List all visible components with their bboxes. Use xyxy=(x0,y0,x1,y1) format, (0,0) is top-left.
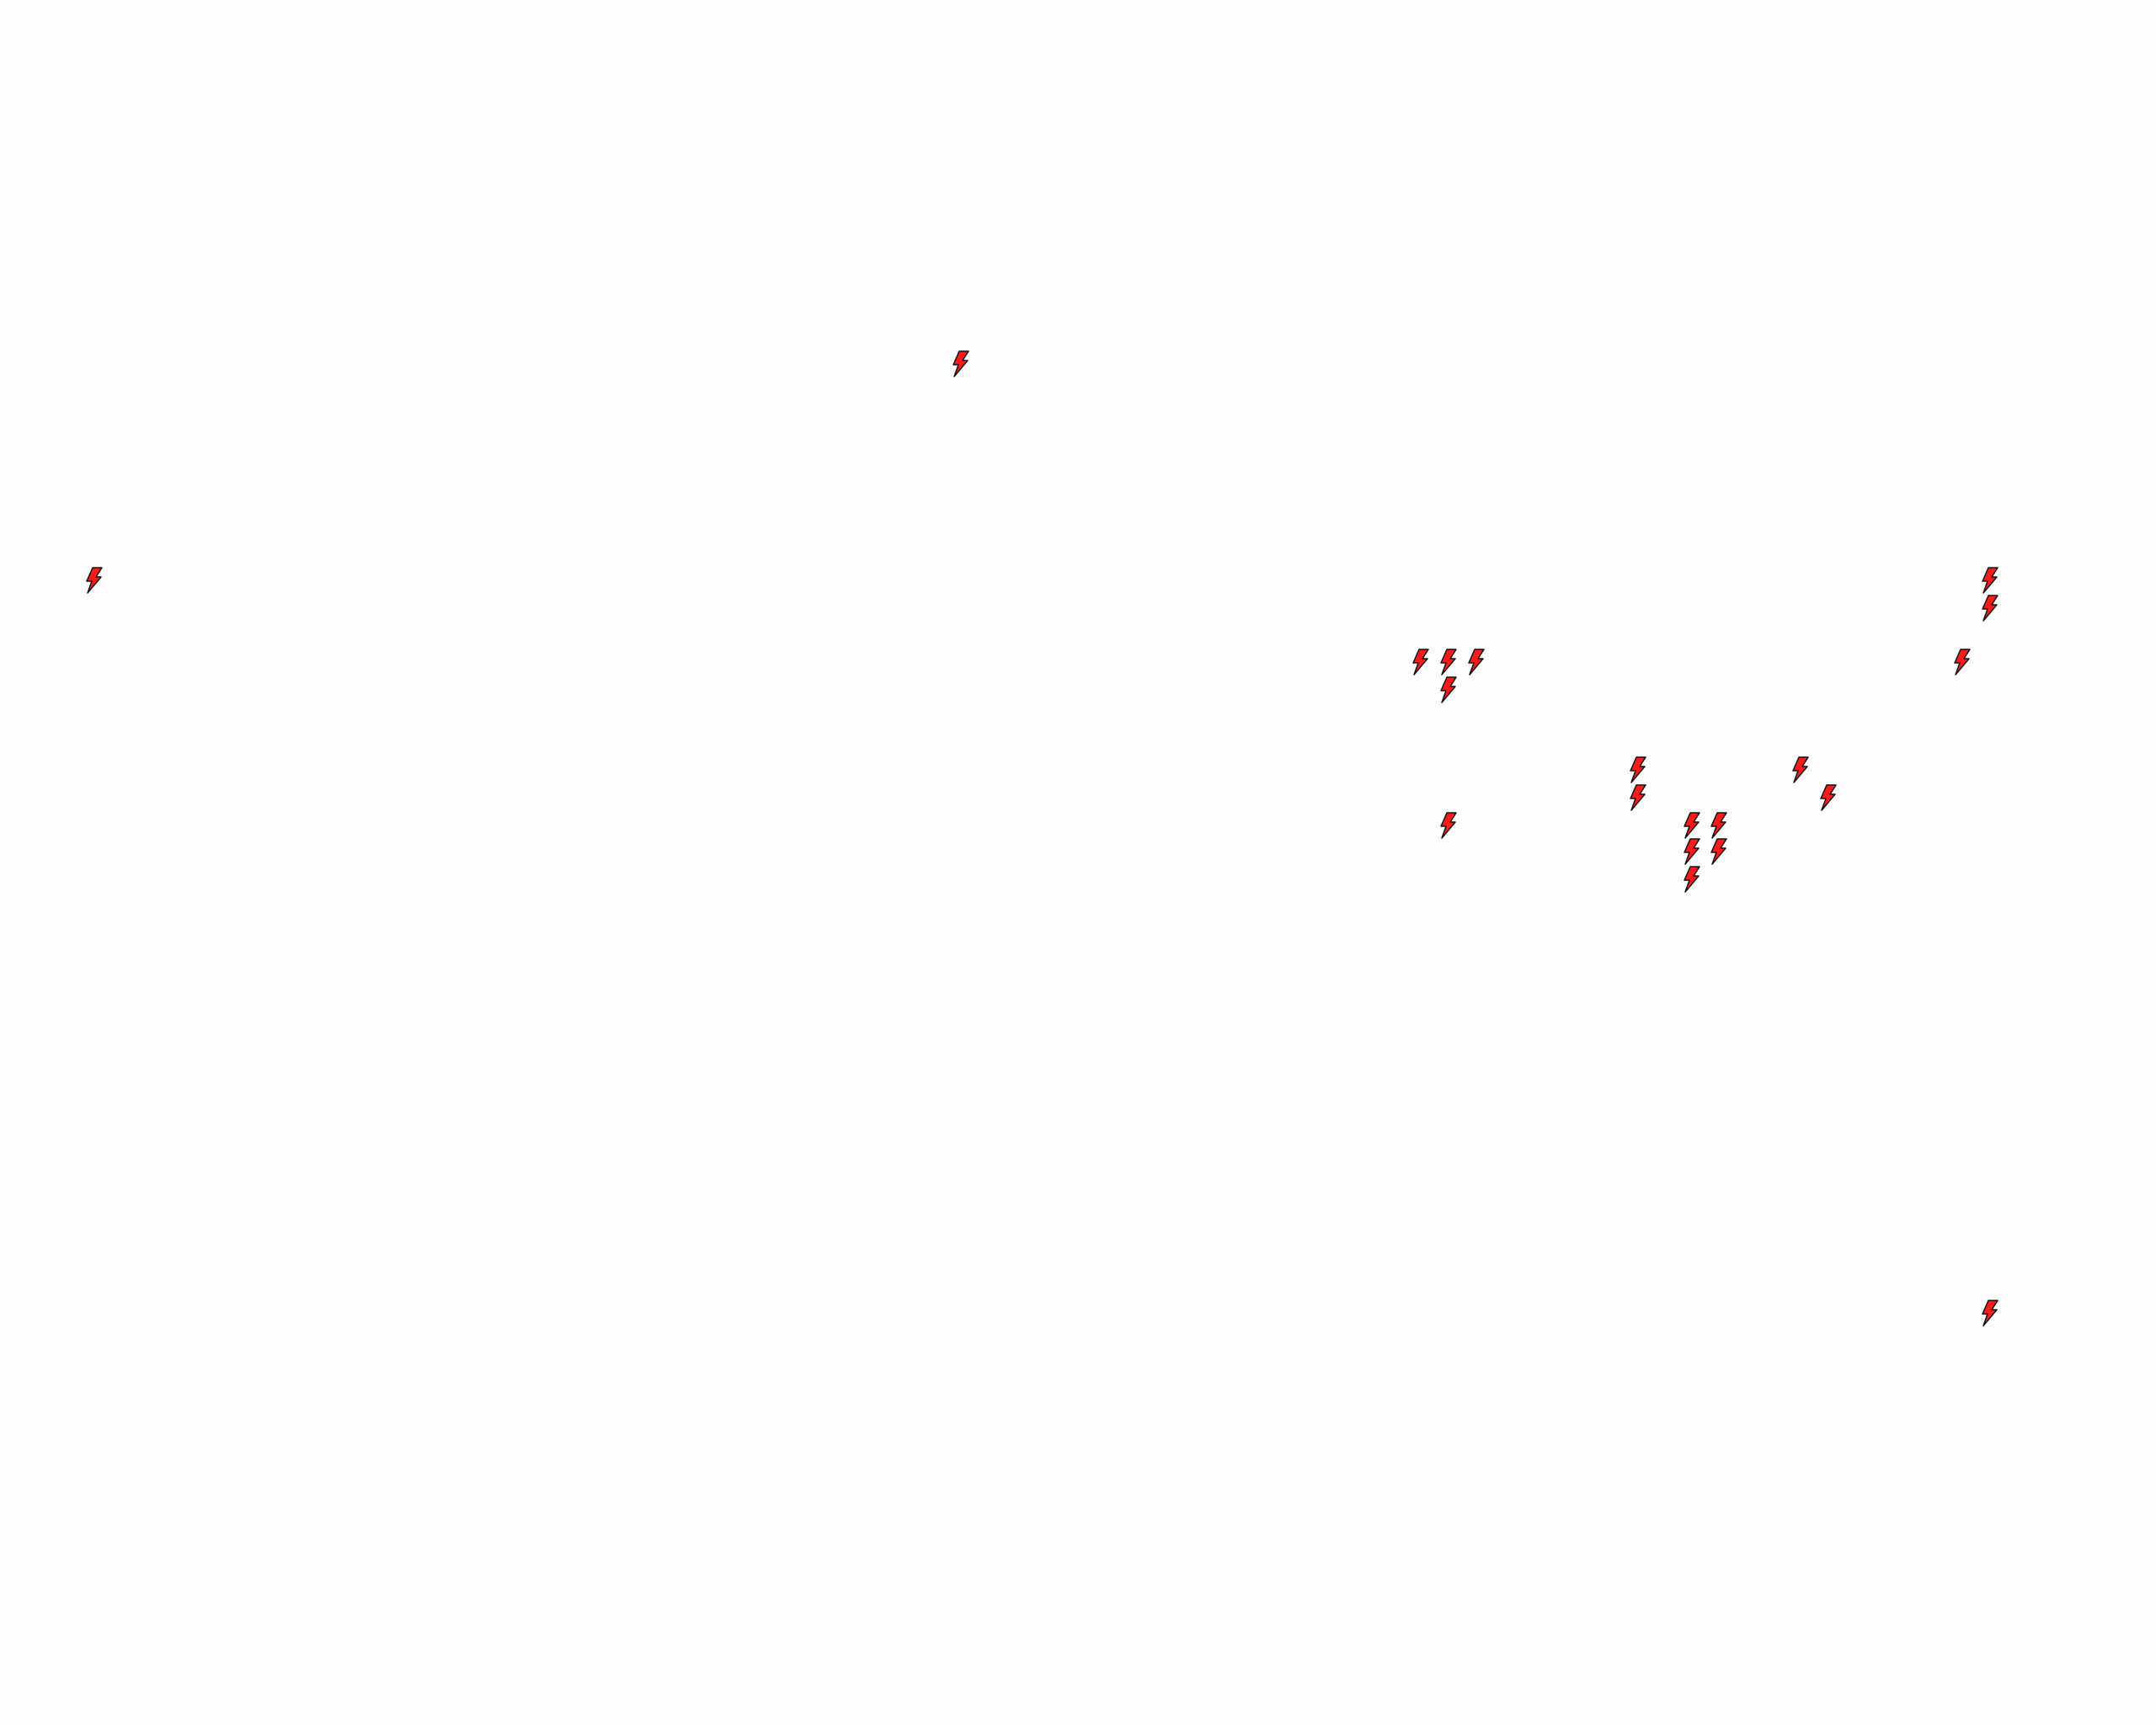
lightning-bolt-icon xyxy=(1820,784,1837,811)
map-marker[interactable] xyxy=(1683,838,1701,865)
lightning-bolt-icon xyxy=(1954,649,1971,676)
map-marker[interactable] xyxy=(1439,649,1458,676)
lightning-bolt-icon xyxy=(1710,811,1728,839)
map-marker[interactable] xyxy=(1439,676,1458,703)
lightning-bolt-icon xyxy=(1710,838,1728,865)
map-marker[interactable] xyxy=(1981,595,1999,622)
lightning-bolt-icon xyxy=(1982,1300,1999,1327)
lightning-bolt-icon xyxy=(85,567,103,594)
map-marker[interactable] xyxy=(85,567,104,594)
map-marker[interactable] xyxy=(1791,756,1810,783)
map-marker[interactable] xyxy=(1683,811,1701,839)
lightning-bolt-icon xyxy=(1982,567,1999,594)
map-marker[interactable] xyxy=(1953,649,1972,676)
lightning-bolt-icon xyxy=(1629,784,1646,811)
map-marker[interactable] xyxy=(1629,756,1647,783)
lightning-bolt-icon xyxy=(1440,676,1457,703)
map-marker[interactable] xyxy=(1467,649,1486,676)
lightning-bolt-icon xyxy=(1629,756,1646,783)
lightning-bolt-icon xyxy=(1440,811,1457,839)
map-marker[interactable] xyxy=(1439,811,1458,839)
lightning-bolt-icon xyxy=(1683,865,1700,893)
lightning-bolt-icon xyxy=(952,350,969,377)
lightning-bolt-icon xyxy=(1467,649,1485,676)
map-marker[interactable] xyxy=(1710,811,1728,839)
lightning-bolt-icon xyxy=(1792,756,1809,783)
lightning-bolt-icon xyxy=(1982,595,1999,622)
map-marker[interactable] xyxy=(1981,567,1999,594)
map-marker[interactable] xyxy=(1683,865,1701,893)
lightning-bolt-icon xyxy=(1412,649,1429,676)
map-marker[interactable] xyxy=(1819,784,1838,811)
map-marker[interactable] xyxy=(1981,1300,1999,1327)
lightning-bolt-icon xyxy=(1683,811,1700,839)
map-marker[interactable] xyxy=(1629,784,1647,811)
lightning-bolt-icon xyxy=(1440,649,1457,676)
map-marker[interactable] xyxy=(1412,649,1430,676)
map-marker[interactable] xyxy=(1710,838,1728,865)
map-marker[interactable] xyxy=(952,350,970,377)
lightning-bolt-icon xyxy=(1683,838,1700,865)
